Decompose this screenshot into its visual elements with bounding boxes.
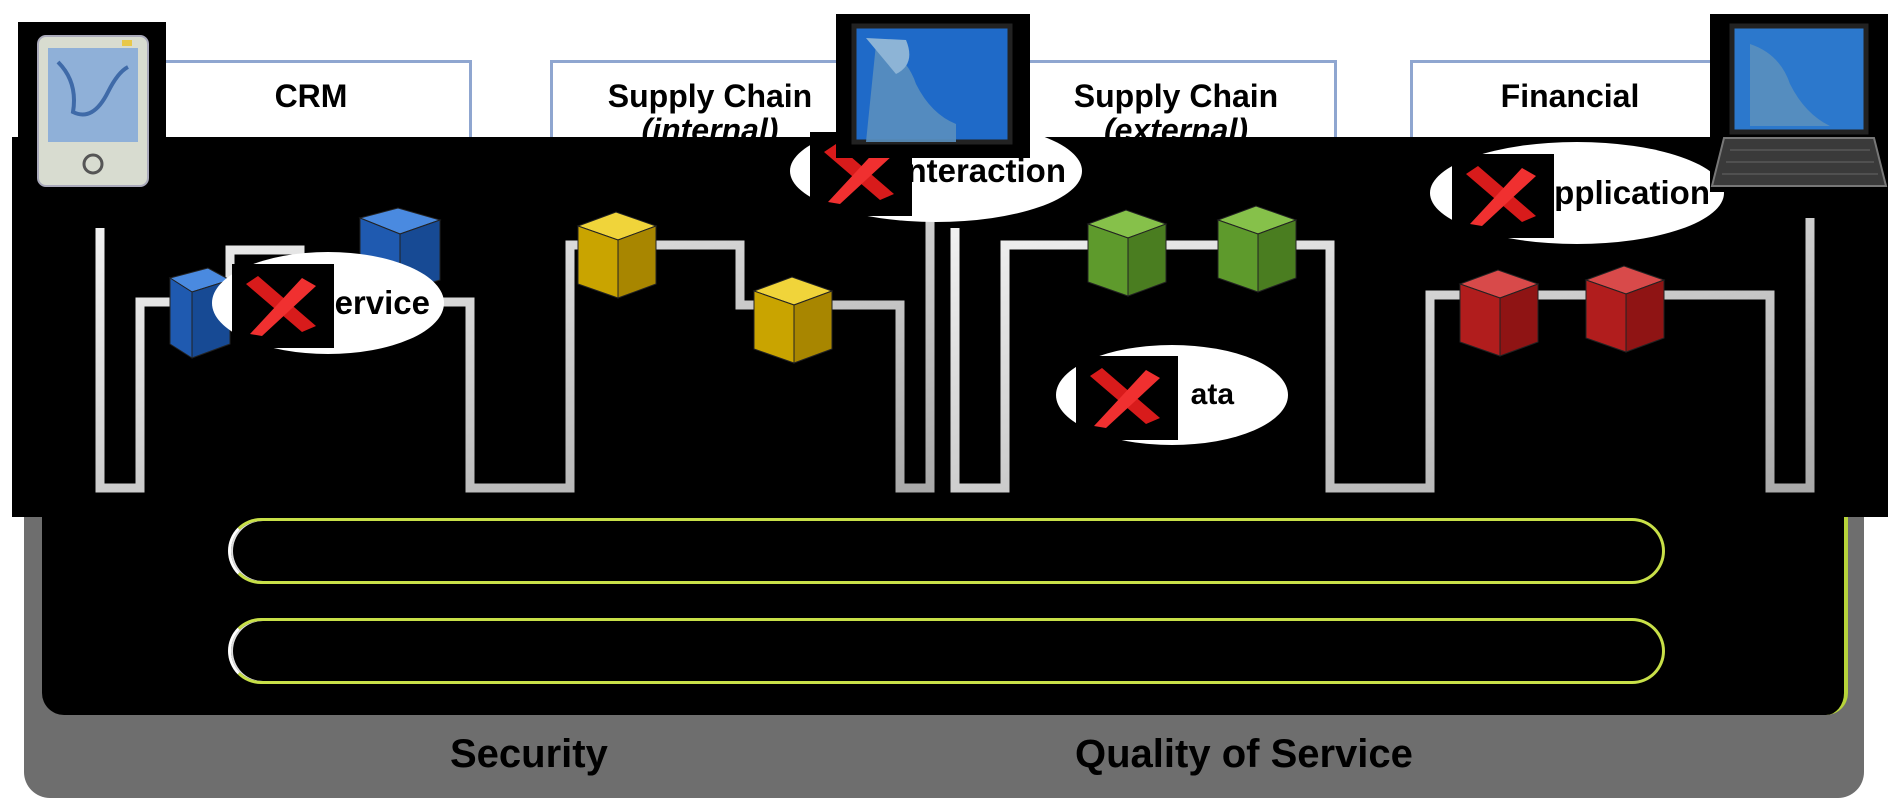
supply-internal-title: Supply Chain bbox=[607, 78, 813, 114]
cube-icon bbox=[1216, 205, 1298, 293]
laptop-icon bbox=[1710, 14, 1888, 192]
x-mark-icon bbox=[232, 264, 334, 348]
pipe-crm bbox=[95, 220, 935, 493]
cube-icon bbox=[576, 211, 658, 299]
pipe-external bbox=[950, 218, 1815, 493]
x-mark-icon bbox=[1452, 154, 1554, 238]
supply-external-title: Supply Chain bbox=[1073, 78, 1279, 114]
quality-of-service-label: Quality of Service bbox=[1075, 732, 1413, 776]
cube-icon bbox=[1086, 209, 1168, 297]
bus-pill-bottom bbox=[228, 618, 1665, 684]
cube-icon bbox=[752, 276, 834, 364]
x-mark-icon bbox=[1076, 356, 1178, 440]
bus-pill-top bbox=[228, 518, 1665, 584]
cube-icon bbox=[1458, 269, 1540, 357]
application-label: pplication bbox=[1554, 174, 1710, 211]
crm-title: CRM bbox=[274, 78, 348, 114]
interaction-label: nteraction bbox=[906, 152, 1066, 189]
data-label: ata bbox=[1190, 378, 1234, 411]
cube-icon bbox=[1584, 265, 1666, 353]
monitor-icon bbox=[836, 14, 1030, 158]
security-label: Security bbox=[450, 732, 608, 776]
financial-title: Financial bbox=[1500, 78, 1640, 114]
pda-icon bbox=[18, 22, 166, 194]
service-label: ervice bbox=[334, 284, 430, 321]
